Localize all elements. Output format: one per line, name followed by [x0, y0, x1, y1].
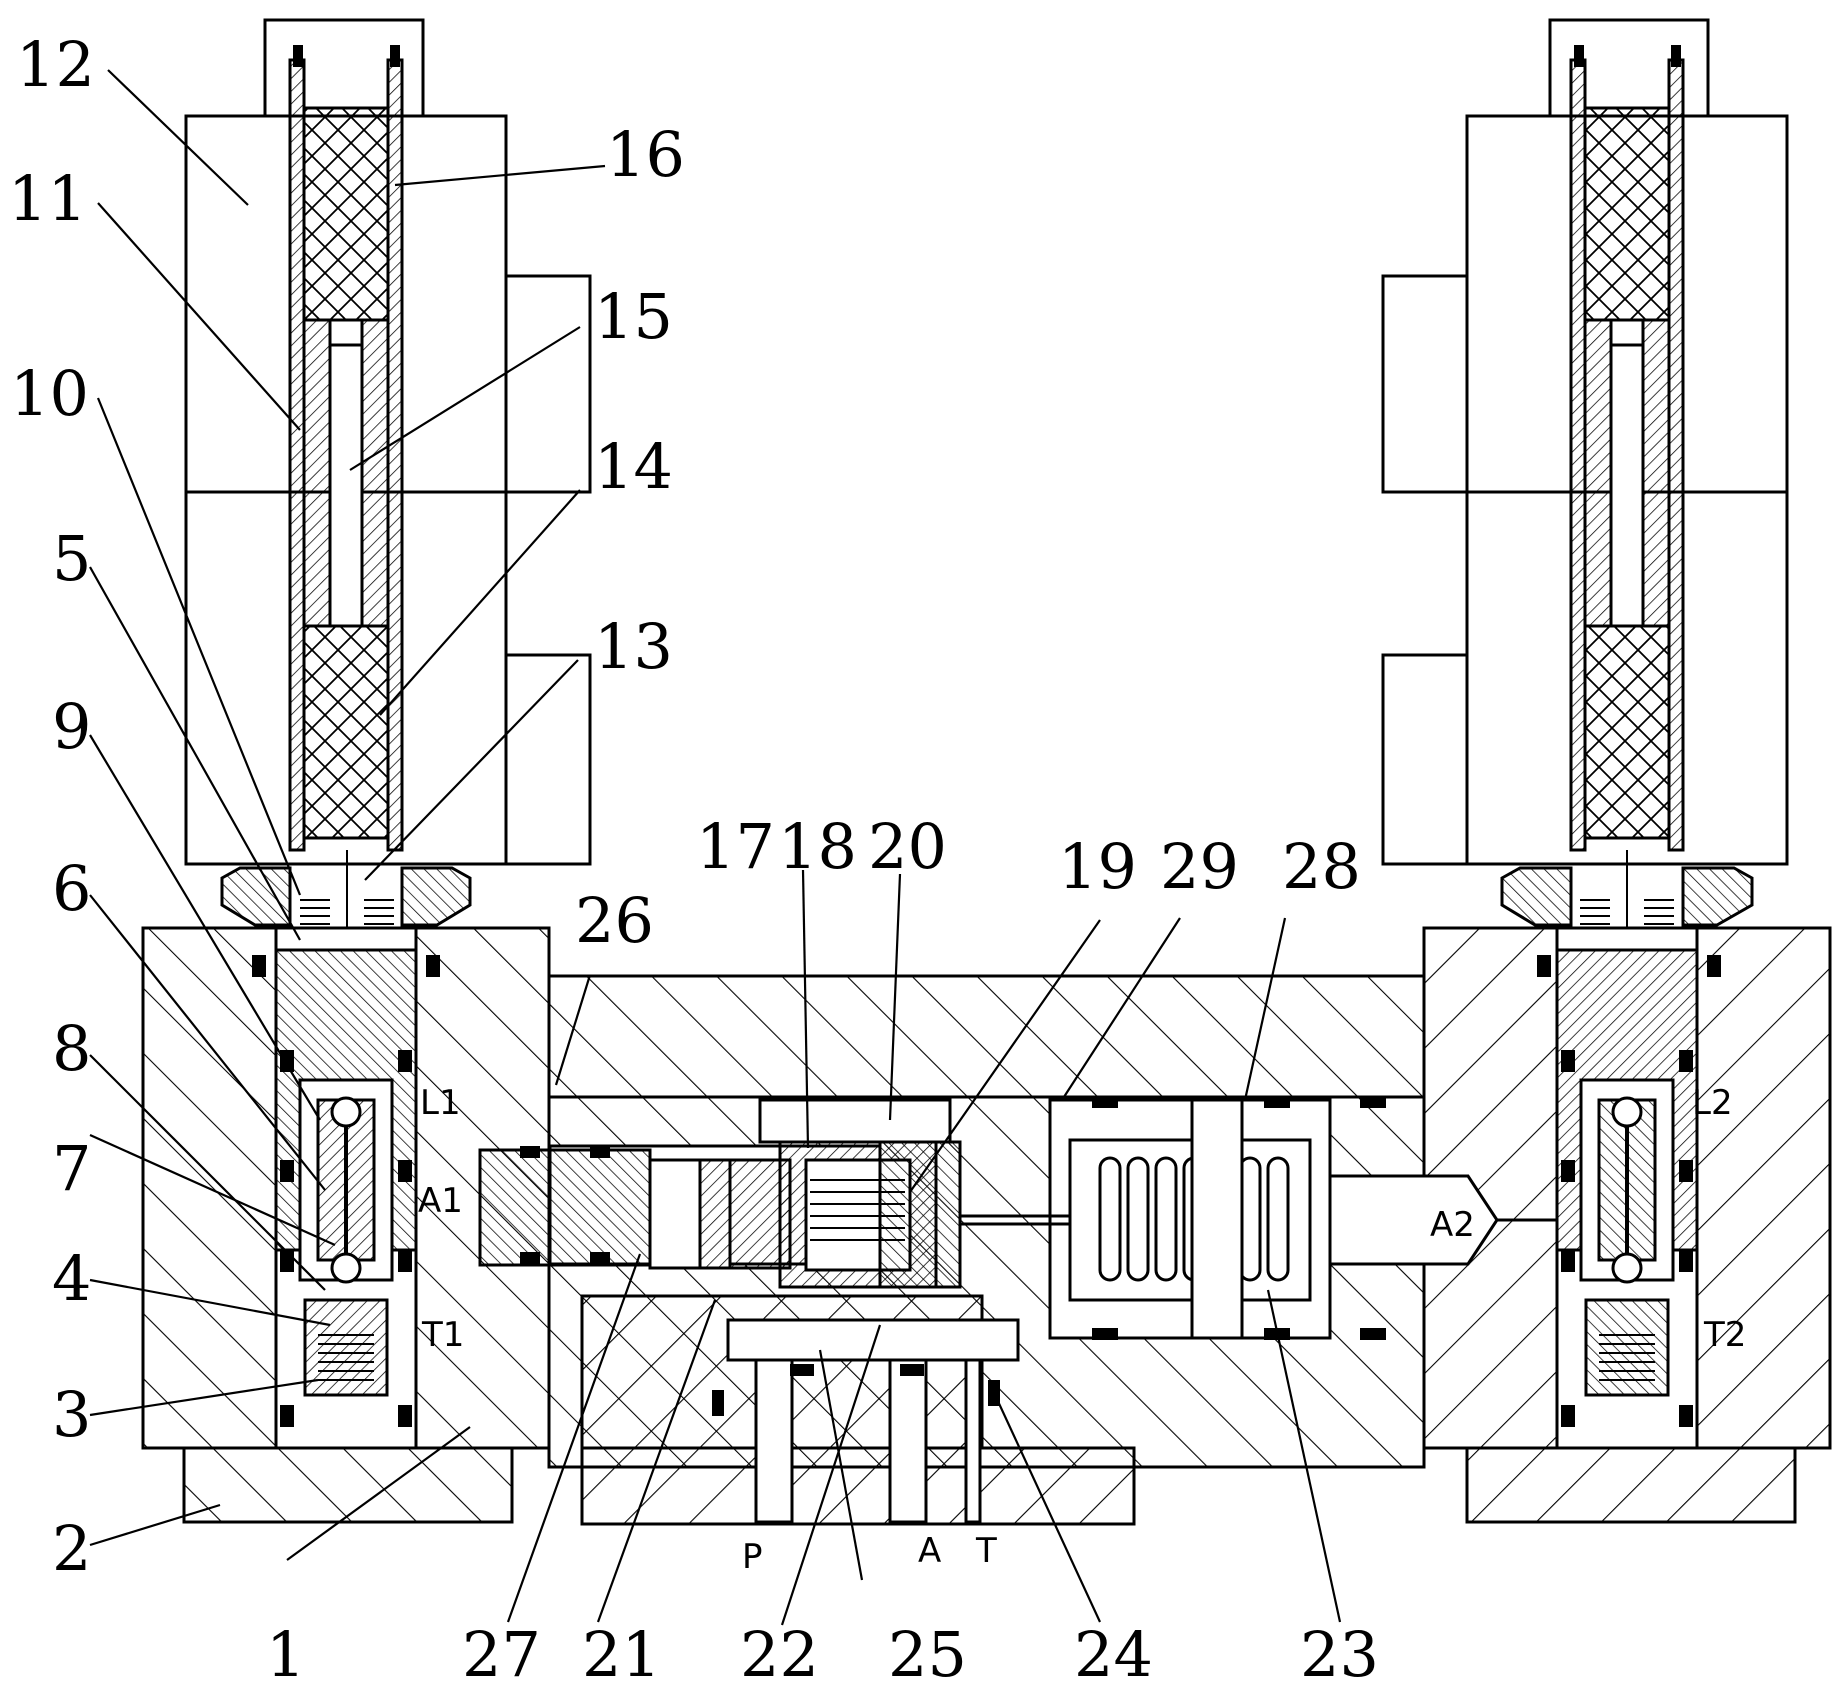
- ref-number-29: 29: [1160, 830, 1239, 903]
- ref-number-12: 12: [16, 28, 95, 101]
- ref-number-17: 17: [696, 810, 775, 883]
- ref-number-27: 27: [462, 1618, 541, 1687]
- main-valve-body: [480, 976, 1557, 1524]
- ref-number-23: 23: [1300, 1618, 1379, 1687]
- ref-number-5: 5: [52, 522, 91, 595]
- ref-number-18: 18: [778, 810, 857, 883]
- right-solenoid-assembly: [1383, 20, 1787, 950]
- port-label-t: T: [975, 1531, 997, 1571]
- port-label-t1: T1: [421, 1315, 464, 1355]
- ref-number-24: 24: [1074, 1618, 1153, 1687]
- ref-number-9: 9: [52, 690, 91, 763]
- ref-number-16: 16: [606, 118, 685, 191]
- ref-number-3: 3: [52, 1378, 91, 1451]
- ref-number-15: 15: [594, 280, 673, 353]
- ref-number-19: 19: [1058, 830, 1137, 903]
- ref-number-26: 26: [575, 884, 654, 957]
- ref-number-28: 28: [1282, 830, 1361, 903]
- port-label-t2: T2: [1703, 1315, 1746, 1355]
- ref-number-6: 6: [52, 852, 91, 925]
- left-solenoid-assembly: [186, 20, 590, 950]
- ref-number-10: 10: [10, 357, 89, 430]
- ref-number-11: 11: [8, 162, 87, 235]
- port-label-l1: L1: [420, 1083, 461, 1123]
- port-label-a1: A1: [418, 1181, 463, 1221]
- drawing-geometry: [143, 20, 1830, 1524]
- port-label-a2: A2: [1430, 1205, 1475, 1245]
- ref-number-13: 13: [594, 610, 673, 683]
- ref-number-22: 22: [740, 1618, 819, 1687]
- ref-number-21: 21: [582, 1618, 661, 1687]
- ref-number-14: 14: [594, 430, 673, 503]
- ref-number-25: 25: [888, 1618, 967, 1687]
- ref-number-7: 7: [52, 1132, 91, 1205]
- ref-number-4: 4: [52, 1242, 91, 1315]
- ref-number-1: 1: [266, 1618, 305, 1687]
- port-label-p: P: [742, 1537, 763, 1577]
- ref-number-20: 20: [868, 810, 947, 883]
- port-label-a: A: [918, 1531, 941, 1571]
- ref-number-2: 2: [52, 1512, 91, 1585]
- port-label-l2: L2: [1692, 1083, 1733, 1123]
- ref-number-8: 8: [52, 1012, 91, 1085]
